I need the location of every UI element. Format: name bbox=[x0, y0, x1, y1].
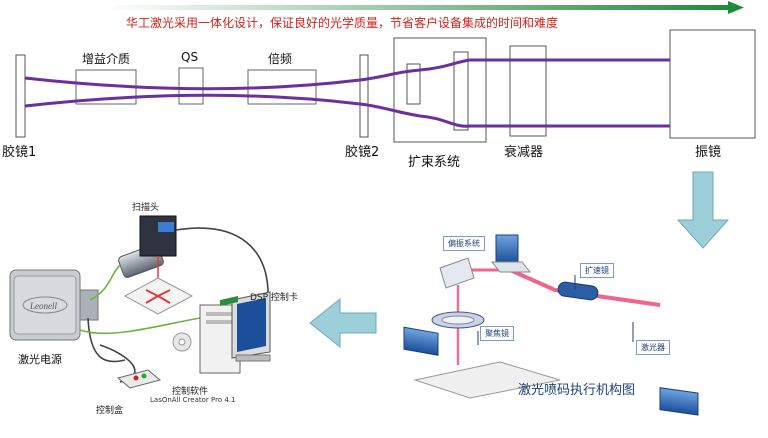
label-attenuator: 衰减器 bbox=[504, 145, 544, 160]
label-expander: 扩速镜 bbox=[580, 263, 614, 278]
banner-text: 华工激光采用一体化设计，保证良好的光学质量，节省客户设备集成的时间和难度 bbox=[126, 16, 559, 30]
label-gain-medium: 增益介质 bbox=[82, 52, 131, 66]
label-qs: QS bbox=[181, 50, 199, 64]
svg-text:Leonell: Leonell bbox=[29, 301, 57, 311]
label-laser: 激光器 bbox=[636, 340, 670, 355]
mechanism-title: 激光喷码执行机构图 bbox=[518, 383, 636, 398]
computer bbox=[172, 291, 271, 374]
label-glue-mirror-2: 胶镜2 bbox=[345, 145, 380, 160]
label-control-box: 控制盒 bbox=[96, 406, 124, 416]
label-beam-expander: 扩束系统 bbox=[408, 155, 461, 170]
laser-power-supply: Leonell bbox=[9, 269, 99, 341]
down-arrow-icon bbox=[676, 171, 730, 249]
label-software-name: LasOnAll Creator Pro 4.1 bbox=[150, 396, 236, 404]
control-box bbox=[116, 369, 162, 389]
label-deflection-system: 偏振系统 bbox=[443, 236, 485, 251]
expander-lens-1 bbox=[406, 63, 421, 105]
expander-lens-2 bbox=[453, 51, 469, 131]
label-doubler: 倍频 bbox=[268, 52, 293, 66]
label-laser-psu: 激光电源 bbox=[18, 353, 62, 366]
qs-shape bbox=[178, 67, 204, 105]
left-arrow-icon bbox=[309, 297, 377, 349]
glue-mirror-1-shape bbox=[15, 54, 26, 138]
mechanism-illustration bbox=[403, 234, 699, 416]
progress-arrow-icon bbox=[105, 1, 744, 14]
label-scan-head: 扫描头 bbox=[132, 203, 160, 213]
galvo-shape bbox=[669, 29, 756, 139]
label-dsp-card: DSP 控制卡 bbox=[250, 293, 298, 303]
label-focus-lens: 聚焦镜 bbox=[480, 326, 514, 341]
glue-mirror-2-shape bbox=[359, 54, 369, 138]
label-control-software: 控制软件 bbox=[172, 387, 209, 397]
laser-beam bbox=[24, 58, 670, 128]
scan-head bbox=[118, 215, 194, 315]
label-glue-mirror-1: 胶镜1 bbox=[2, 145, 37, 160]
label-galvo: 振镜 bbox=[695, 145, 722, 160]
